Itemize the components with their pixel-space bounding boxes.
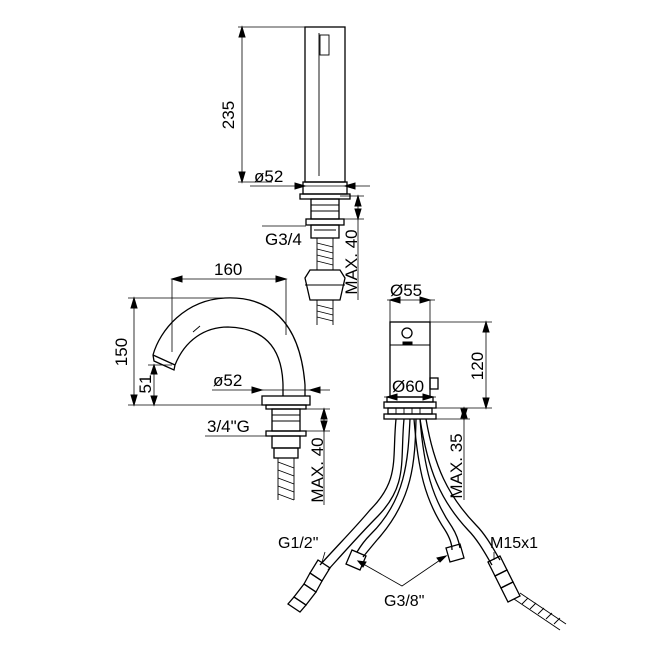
shower-column-view: 235 ø52 G3/4 MAX. 40 bbox=[219, 25, 370, 325]
column-base bbox=[302, 181, 348, 195]
right-fitting bbox=[487, 555, 508, 577]
spout-base bbox=[261, 395, 311, 406]
mixer-top-diameter-label: Ø55 bbox=[390, 281, 422, 300]
spout-outlet-label: 51 bbox=[136, 375, 155, 394]
hose-center-thread-label: G3/8" bbox=[384, 593, 424, 610]
column-body bbox=[304, 26, 346, 183]
mixer-view: Ø55 120 Ø60 MAX. 35 G1/2" M15x1 G3/8" bbox=[278, 281, 567, 631]
hose-right bbox=[419, 418, 493, 566]
spout-thread-label: 3/4"G bbox=[207, 417, 250, 436]
hose-left-thread-label: G1/2" bbox=[278, 535, 318, 552]
hose-right-thread-label: M15x1 bbox=[490, 535, 538, 552]
column-height-label: 235 bbox=[219, 101, 238, 129]
spout-diameter-label: ø52 bbox=[213, 371, 242, 390]
hose-left-outer bbox=[319, 418, 397, 566]
mixer-max-label: MAX. 35 bbox=[447, 433, 466, 498]
mixer-base-diameter-label: Ø60 bbox=[392, 377, 424, 396]
hose-center-right bbox=[413, 418, 453, 551]
spout-outer-curve bbox=[152, 297, 306, 396]
column-nut bbox=[305, 218, 345, 226]
spout-reach-label: 160 bbox=[214, 260, 242, 279]
spout-height-label: 150 bbox=[112, 338, 131, 366]
spout-view: 160 150 51 ø52 3/4"G MAX. 40 bbox=[112, 260, 330, 505]
mixer-knob bbox=[401, 327, 413, 339]
column-max-label: MAX. 40 bbox=[342, 229, 361, 294]
column-thread-label: G3/4 bbox=[265, 230, 302, 249]
left-fitting bbox=[309, 559, 331, 582]
column-hose-nut bbox=[304, 269, 346, 301]
mixer-lever bbox=[429, 377, 439, 390]
hose-center-left bbox=[356, 418, 411, 553]
spout-inner-curve bbox=[174, 326, 284, 396]
spout-max-label: MAX. 40 bbox=[308, 437, 327, 502]
center-right-fitting bbox=[445, 543, 465, 563]
column-diameter-label: ø52 bbox=[254, 167, 283, 186]
mixer-height-label: 120 bbox=[468, 352, 487, 380]
center-left-fitting bbox=[345, 549, 367, 571]
